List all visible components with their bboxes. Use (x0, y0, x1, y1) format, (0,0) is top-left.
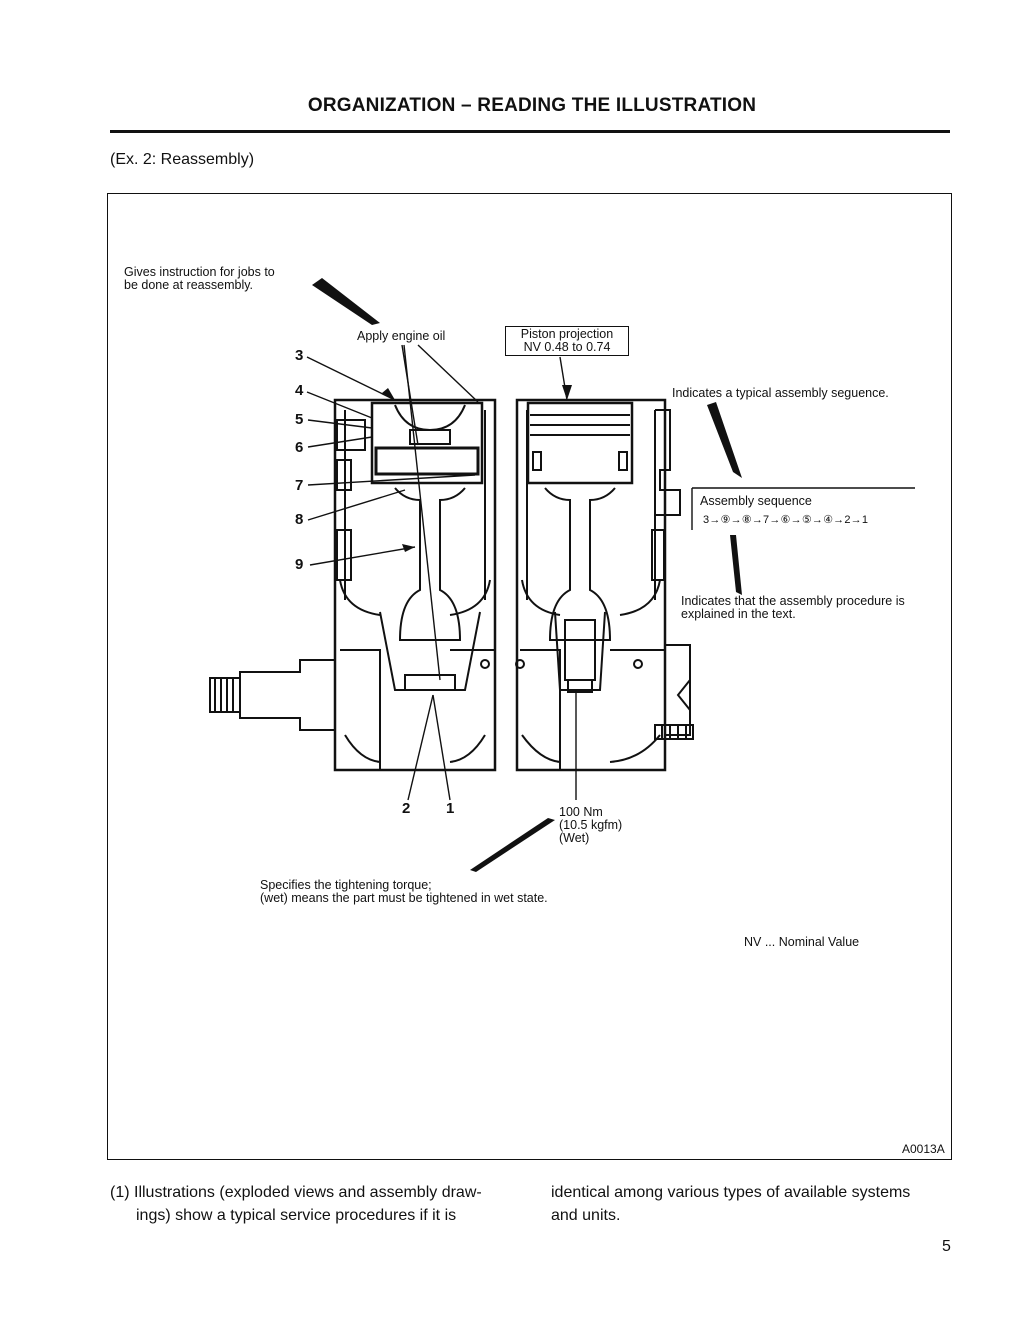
part-number-1: 1 (446, 800, 455, 817)
part-number-6: 6 (295, 439, 304, 456)
reassembly-note: Gives instruction for jobs to be done at… (124, 265, 275, 292)
arrow-text-procedure (730, 535, 742, 595)
nv-legend: NV ... Nominal Value (744, 935, 860, 949)
part-number-2: 2 (402, 800, 411, 817)
arrow-torque (470, 818, 555, 872)
part-number-9: 9 (295, 556, 304, 573)
left-connecting-rod (394, 487, 466, 641)
left-cylinder-block (333, 398, 497, 772)
part-number-5: 5 (295, 411, 304, 428)
figure-frame (107, 193, 952, 1160)
header-rule (110, 130, 950, 133)
typical-sequence-note: Indicates a typical assembly seguence. (672, 386, 889, 400)
piston-projection-box: Piston projection NV 0.48 to 0.74 (505, 326, 629, 356)
section-label: (Ex. 2: Reassembly) (110, 151, 255, 168)
part-number-8: 8 (295, 511, 304, 528)
assembly-sequence-steps: 3→⑨→⑧→7→⑥→⑤→④→2→1 (703, 514, 869, 526)
part-number-7: 7 (295, 477, 304, 494)
part-number-4: 4 (295, 382, 304, 399)
torque-note: Specifies the tightening torque; (wet) m… (260, 878, 548, 905)
torque-spec: 100 Nm (10.5 kgfm) (Wet) (559, 805, 623, 845)
apply-oil-label: Apply engine oil (357, 329, 446, 343)
right-piston (526, 401, 634, 485)
left-piston (370, 401, 484, 485)
text-procedure-note: Indicates that the assembly procedure is… (681, 594, 905, 621)
crankshaft-journal (239, 659, 336, 731)
right-cylinder-block (515, 398, 667, 772)
assembly-sequence-title: Assembly sequence (700, 494, 812, 508)
figure-code: A0013A (902, 1142, 945, 1156)
arrow-reassembly-note (312, 278, 380, 325)
body-text-left: (1) Illustrations (exploded views and as… (110, 1184, 482, 1224)
body-text-right: identical among various types of availab… (551, 1184, 911, 1224)
page-number: 5 (942, 1238, 951, 1255)
page-title: ORGANIZATION – READING THE ILLUSTRATION (307, 95, 757, 116)
right-connecting-rod (544, 487, 616, 641)
part-number-3: 3 (295, 347, 304, 364)
arrow-typical-sequence (707, 402, 742, 478)
